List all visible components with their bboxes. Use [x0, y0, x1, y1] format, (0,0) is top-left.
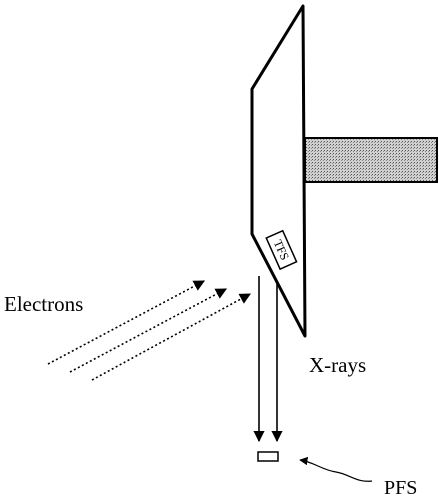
anode-stem	[304, 137, 438, 183]
xrays-label: X-rays	[309, 353, 367, 377]
xray-beams	[253, 276, 283, 443]
electron-beam-2	[69, 288, 227, 373]
pfs-pointer	[299, 456, 373, 482]
electron-beam-3	[91, 293, 251, 381]
electrons-label: Electrons	[4, 292, 84, 316]
pfs-box	[257, 451, 279, 462]
tfs-box: TFS	[265, 229, 298, 271]
anode-target	[250, 4, 307, 338]
pfs-label: PFS	[384, 477, 418, 499]
electron-beams	[47, 280, 251, 381]
